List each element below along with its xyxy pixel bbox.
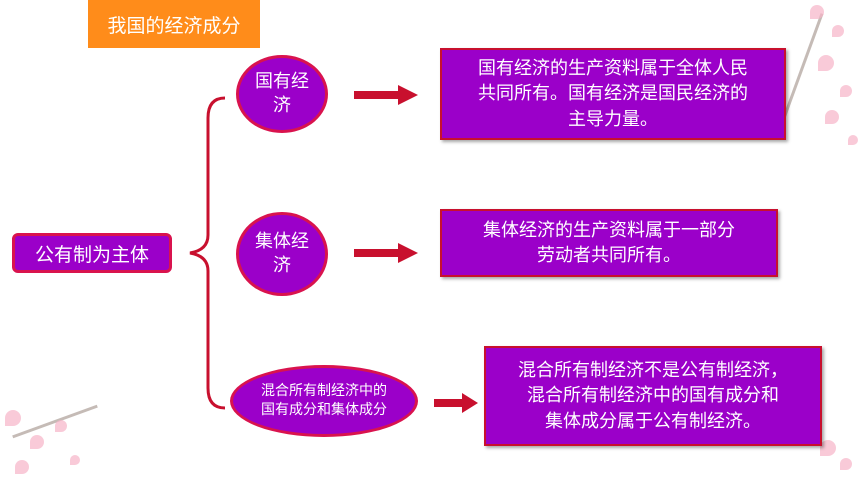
main-node: 公有制为主体 xyxy=(12,233,172,273)
arrow-1 xyxy=(354,85,418,105)
description-line: 主导力量。 xyxy=(568,108,658,130)
title-badge: 我国的经济成分 xyxy=(88,0,260,48)
description-state-economy: 国有经济的生产资料属于全体人民 共同所有。国有经济是国民经济的 主导力量。 xyxy=(440,48,786,140)
oval-line: 济 xyxy=(273,255,291,276)
arrow-3 xyxy=(434,393,478,413)
description-collective-economy: 集体经济的生产资料属于一部分 劳动者共同所有。 xyxy=(440,209,778,277)
description-line: 劳动者共同所有。 xyxy=(537,245,681,266)
main-node-label: 公有制为主体 xyxy=(34,243,149,266)
oval-mixed-ownership: 混合所有制经济中的 国有成分和集体成分 xyxy=(230,365,418,437)
title-text: 我国的经济成分 xyxy=(107,14,241,37)
oval-line: 国有成分和集体成分 xyxy=(261,402,387,418)
cherry-blossom-top-right xyxy=(770,0,860,150)
description-line: 混合所有制经济不是公有制经济， xyxy=(518,360,788,382)
description-line: 集体成分属于公有制经济。 xyxy=(545,410,761,432)
oval-line: 集体经 xyxy=(255,230,309,252)
oval-line: 国有经 xyxy=(255,70,309,92)
oval-collective-economy: 集体经 济 xyxy=(236,212,328,296)
arrow-2 xyxy=(354,243,418,263)
cherry-blossom-bottom-right xyxy=(800,430,860,484)
cherry-blossom-bottom-left xyxy=(0,380,100,484)
oval-state-economy: 国有经 济 xyxy=(236,55,328,133)
description-line: 共同所有。国有经济是国民经济的 xyxy=(478,83,748,105)
description-line: 国有经济的生产资料属于全体人民 xyxy=(478,58,748,80)
description-line: 混合所有制经济中的国有成分和 xyxy=(527,385,779,407)
oval-line: 济 xyxy=(273,95,291,116)
brace-connector xyxy=(189,96,226,410)
description-mixed-ownership: 混合所有制经济不是公有制经济， 混合所有制经济中的国有成分和 集体成分属于公有制… xyxy=(484,346,822,446)
oval-line: 混合所有制经济中的 xyxy=(261,383,387,400)
description-line: 集体经济的生产资料属于一部分 xyxy=(483,219,735,241)
